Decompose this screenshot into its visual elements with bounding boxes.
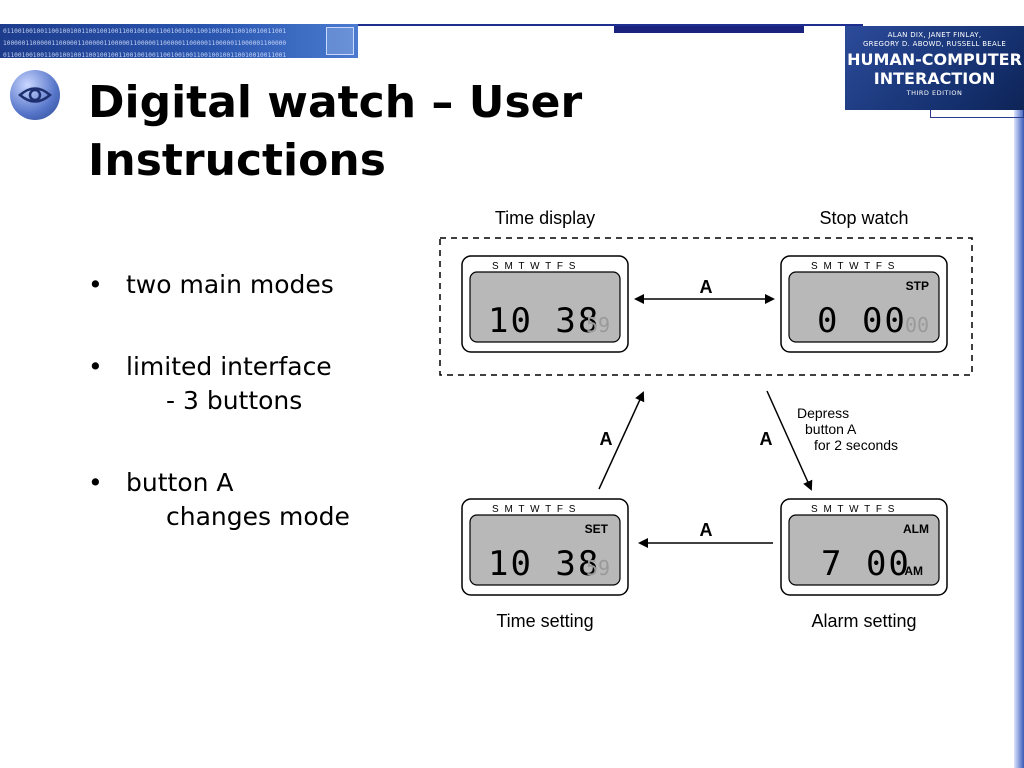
alarm-setting-label: Alarm setting	[811, 611, 916, 631]
top-dark-bar	[614, 26, 804, 33]
stop-watch-label: Stop watch	[819, 208, 908, 228]
button-a-label: A	[760, 429, 773, 449]
lcd-seconds: 59	[586, 556, 610, 580]
bullet-text: button A	[126, 468, 234, 497]
depress-note-line: for 2 seconds	[814, 437, 898, 453]
bullet-text: limited interface	[126, 352, 332, 381]
lcd-digits: 7 00	[821, 544, 911, 584]
am-indicator: AM	[904, 564, 923, 578]
watch-time-display: S M T W T F S 10 38 59	[461, 255, 629, 353]
book-title-line: HUMAN-COMPUTER	[847, 50, 1022, 69]
arrow-stopwatch-alarm	[766, 390, 813, 491]
depress-note-line: Depress	[797, 405, 849, 421]
book-authors-line: ALAN DIX, JANET FINLAY,	[887, 31, 982, 39]
lcd-digits: 10 38	[488, 301, 600, 341]
lcd-screen	[788, 271, 940, 343]
lcd-seconds: 59	[586, 313, 610, 337]
stop-indicator: STP	[906, 279, 929, 293]
bullet-subtext: - 3 buttons	[166, 386, 303, 415]
banner-bits-line: 0110010010011001001001100100100110010010…	[3, 52, 287, 58]
book-edition: THIRD EDITION	[906, 89, 963, 97]
book-authors-line: GREGORY D. ABOWD, RUSSELL BEALE	[862, 40, 1007, 48]
slide-title: Digital watch – User Instructions	[88, 74, 648, 190]
time-display-label: Time display	[495, 208, 595, 228]
bullet-item: two main modes	[88, 268, 418, 302]
day-letters: S M T W T F S	[492, 504, 577, 515]
day-letters: S M T W T F S	[492, 261, 577, 272]
arrow-timeset-display	[598, 391, 645, 490]
lcd-digits: 0 00	[817, 301, 907, 341]
book-authors: ALAN DIX, JANET FINLAY, GREGORY D. ABOWD…	[845, 26, 1024, 49]
lcd-screen	[469, 514, 621, 586]
time-setting-label: Time setting	[496, 611, 593, 631]
bullet-list: two main modes limited interface - 3 but…	[88, 268, 418, 582]
bullet-item: limited interface - 3 buttons	[88, 350, 418, 418]
right-stripe	[1014, 110, 1024, 768]
top-rule	[358, 24, 863, 26]
bullet-subtext: changes mode	[166, 502, 350, 531]
banner-bits-line: 1000001100000110000011000001100000110000…	[3, 40, 287, 47]
set-indicator: SET	[585, 522, 609, 536]
cover-tab	[930, 110, 1024, 118]
slide-title-line: Instructions	[88, 135, 386, 186]
lcd-digits: 10 38	[488, 544, 600, 584]
binary-banner: 0110010010011001001001100100100110010010…	[0, 24, 358, 58]
banner-bits-line: 0110010010011001001001100100100110010010…	[3, 28, 287, 35]
book-cover: ALAN DIX, JANET FINLAY, GREGORY D. ABOWD…	[845, 26, 1024, 110]
eye-icon	[18, 87, 52, 103]
button-a-label: A	[700, 520, 713, 540]
button-a-label: A	[600, 429, 613, 449]
lcd-screen	[788, 514, 940, 586]
banner-square-icon	[326, 27, 354, 55]
depress-note-line: button A	[805, 421, 857, 437]
alarm-indicator: ALM	[903, 522, 929, 536]
slide-title-line: Digital watch – User	[88, 77, 583, 128]
lcd-seconds: 00	[905, 313, 929, 337]
day-letters: S M T W T F S	[811, 261, 896, 272]
button-a-label: A	[700, 277, 713, 297]
book-title-line: INTERACTION	[873, 69, 996, 88]
lcd-screen	[469, 271, 621, 343]
bullet-item: button A changes mode	[88, 466, 418, 534]
watch-mode-diagram: Time display Stop watch Time setting Ala…	[439, 208, 973, 631]
watch-time-setting: S M T W T F S SET 10 38 59	[461, 498, 629, 596]
watch-stop-watch: S M T W T F S STP 0 00 00	[780, 255, 948, 353]
main-modes-box	[439, 237, 973, 376]
day-letters: S M T W T F S	[811, 504, 896, 515]
bullet-text: two main modes	[126, 270, 334, 299]
eye-logo	[10, 70, 60, 120]
book-title: HUMAN-COMPUTER INTERACTION	[845, 50, 1024, 88]
watch-alarm-setting: S M T W T F S ALM AM 7 00	[780, 498, 948, 596]
